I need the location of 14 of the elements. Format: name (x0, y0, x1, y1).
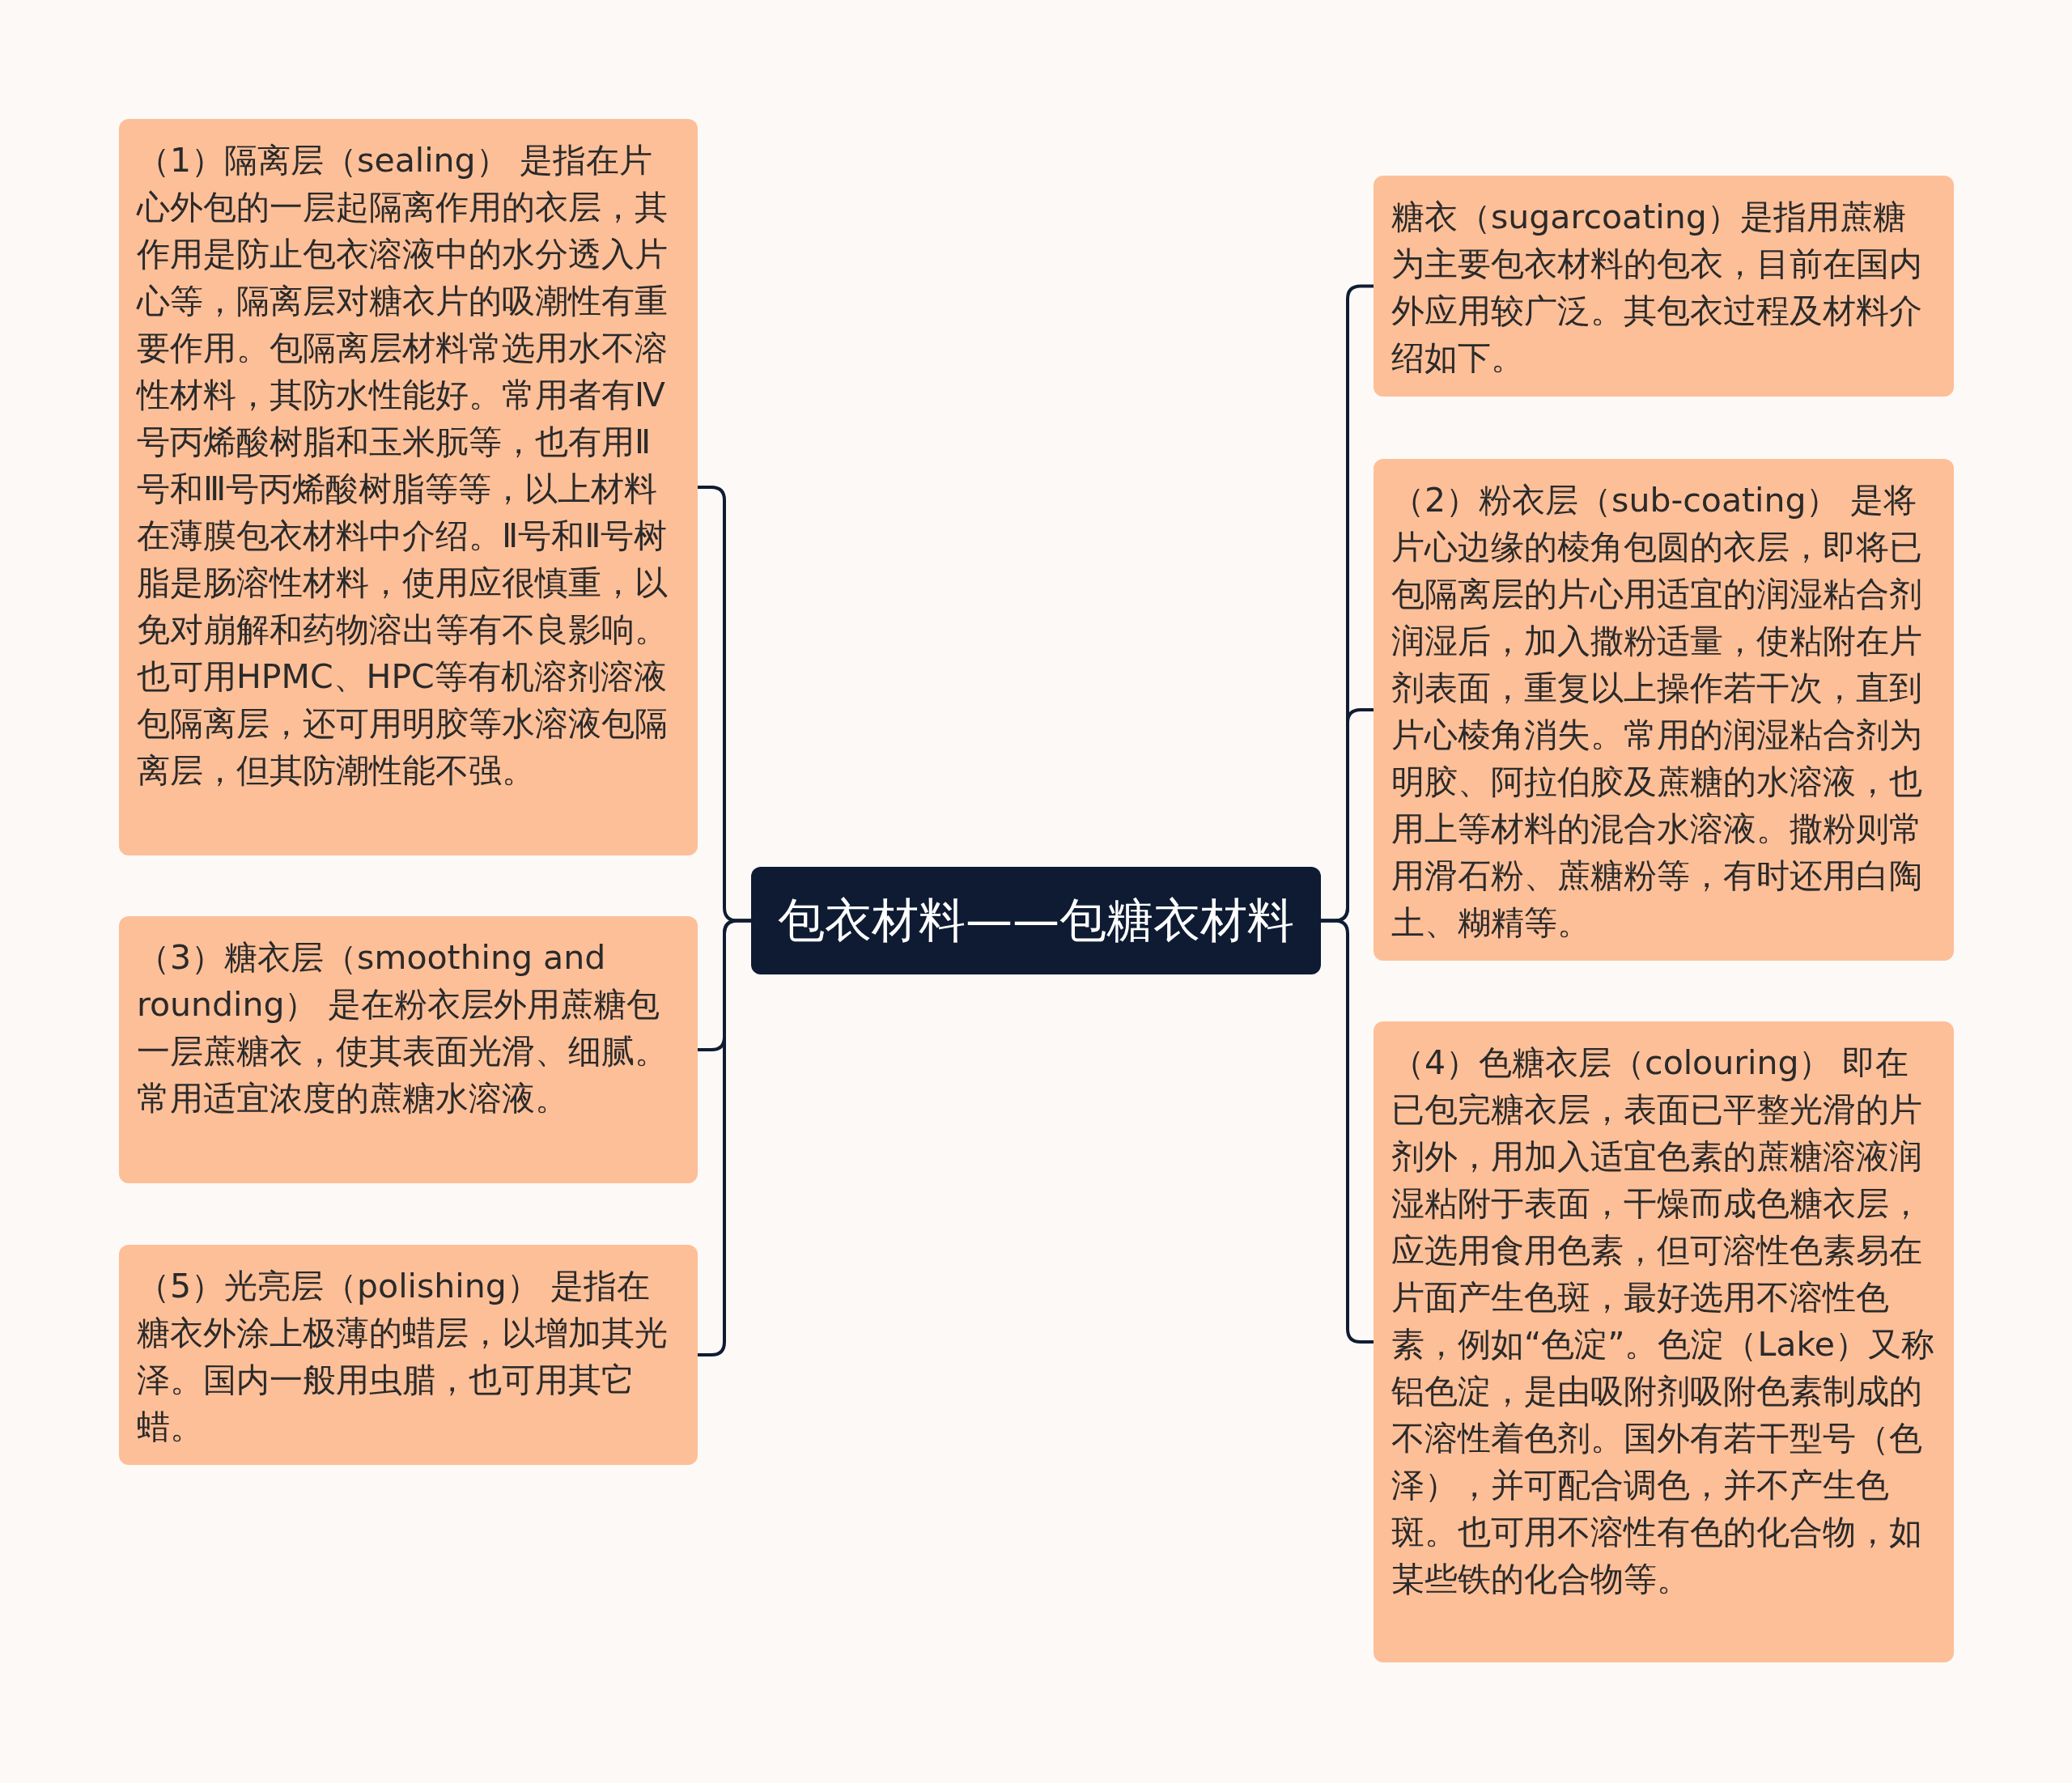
paragraph-text: （1）隔离层（sealing） 是指在片心外包的一层起隔离作用的衣层，其作用是防止包衣溶液中的水分透入片心等，隔离层对糖衣片的吸潮性有重要作用。包隔离层材料常选用水不溶性材料，其防水性能好。常用者有Ⅳ号丙烯酸树脂和玉米朊等，也有用Ⅱ号和Ⅲ号丙烯酸树脂等等，以上材料在薄膜包衣材料中介绍。Ⅱ号和Ⅱ号树脂是肠溶性材料，使用应很慎重，以免对崩解和药物溶出等有不良影响。也可用HPMC、HPC等有机溶剂溶液包隔离层，还可用明胶等水溶液包隔离层，但其防潮性能不强。 (137, 141, 668, 790)
text-box (119, 916, 698, 1183)
paragraph-text: （5）光亮层（polishing） 是指在糖衣外涂上极薄的蜡层，以增加其光泽。国内一般用虫腊，也可用其它蜡。 (137, 1267, 668, 1446)
topic-box (751, 867, 1321, 974)
text-box (1374, 459, 1954, 961)
text-box (119, 1245, 698, 1465)
text-box (1374, 176, 1954, 397)
paragraph-text: （2）粉衣层（sub-coating） 是将片心边缘的棱角包圆的衣层，即将已包隔离层的片心用适宜的润湿粘合剂润湿后，加入撒粉适量，使粘附在片剂表面，重复以上操作若干次，直到片心棱角消失。常用的润湿粘合剂为明胶、阿拉伯胶及蔗糖的水溶液，也用上等材料的混合水溶液。撒粉则常用滑石粉、蔗糖粉等，有时还用白陶土、糊精等。 (1391, 481, 1922, 942)
text-box (119, 119, 698, 855)
topic-text: 包衣材料——包糖衣材料 (778, 891, 1294, 949)
paragraph-text: 糖衣（sugarcoating）是指用蔗糖为主要包衣材料的包衣，目前在国内外应用较广泛。其包衣过程及材料介绍如下。 (1391, 197, 1922, 377)
paragraph-text: （3）糖衣层（smoothing and rounding） 是在粉衣层外用蔗糖包一层蔗糖衣，使其表面光滑、细腻。常用适宜浓度的蔗糖水溶液。 (137, 938, 668, 1118)
paragraph-text: （4）色糖衣层（colouring） 即在已包完糖衣层，表面已平整光滑的片剂外，用加入适宜色素的蔗糖溶液润湿粘附于表面，干燥而成色糖衣层，应选用食用色素，但可溶性色素易在片面产生色斑，最好选用不溶性色素，例如“色淀”。色淀（Lake）又称铝色淀，是由吸附剂吸附色素制成的不溶性着色剂。国外有若干型号（色泽），并可配合调色，并不产生色斑。也可用不溶性有色的化合物，如某些铁的化合物等。 (1391, 1043, 1934, 1598)
text-box (1374, 1021, 1954, 1662)
